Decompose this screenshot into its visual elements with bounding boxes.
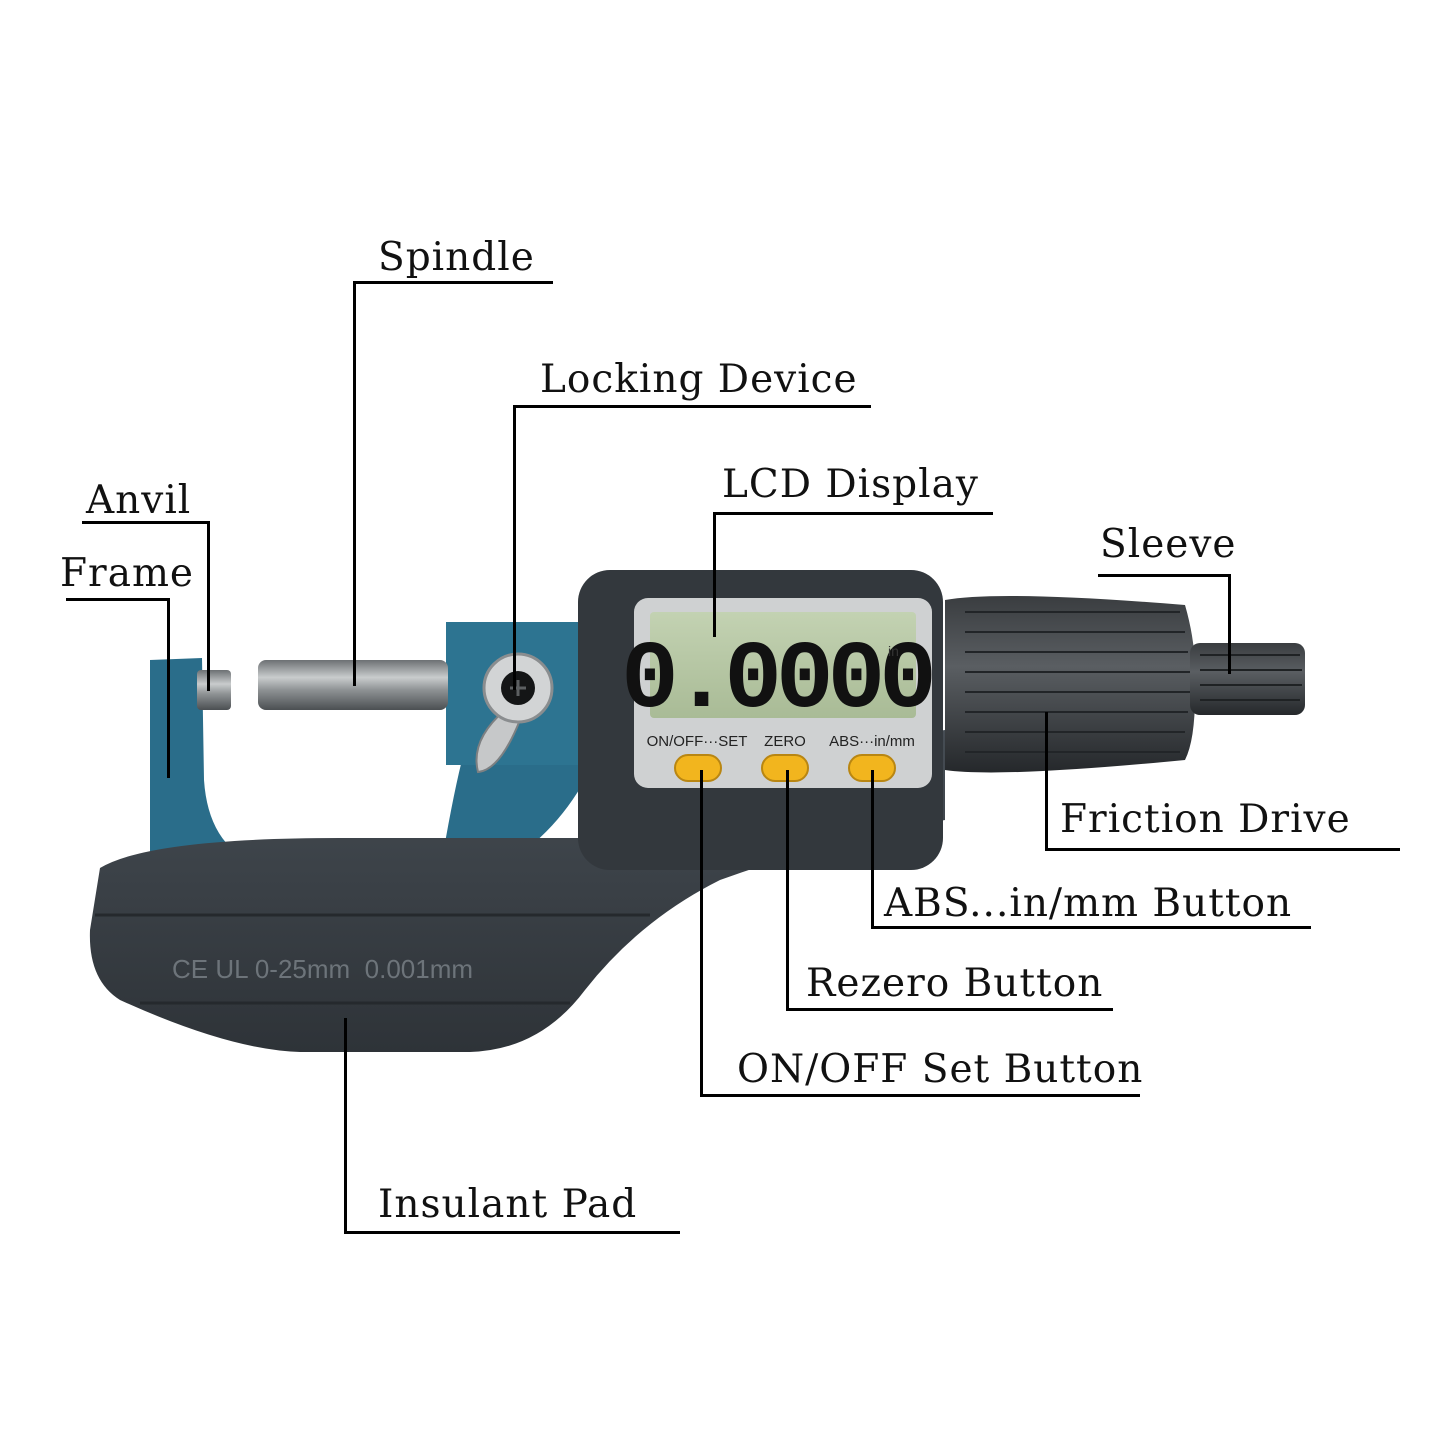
label-abs-button: ABS...in/mm Button xyxy=(884,881,1293,926)
leader-frame-v xyxy=(167,598,170,778)
label-sleeve: Sleeve xyxy=(1100,522,1237,567)
leader-sleeve-v xyxy=(1228,574,1231,674)
label-insulant-pad: Insulant Pad xyxy=(378,1182,638,1227)
lcd-reading: 0.0000 xyxy=(621,626,932,735)
label-locking-device: Locking Device xyxy=(540,357,858,402)
lcd-unit: in xyxy=(888,643,899,659)
label-frame: Frame xyxy=(60,551,195,596)
leader-anvil-h xyxy=(82,521,210,524)
onoff-caption: ON/OFF···SET xyxy=(647,733,748,750)
locking-device xyxy=(475,652,554,774)
leader-lcd-v xyxy=(713,512,716,637)
leader-onoff-h xyxy=(700,1094,1140,1097)
lcd-screen xyxy=(650,612,916,718)
label-onoff-button: ON/OFF Set Button xyxy=(737,1047,1144,1092)
leader-insulant-h xyxy=(344,1231,680,1234)
leader-abs-h xyxy=(871,926,1311,929)
leader-insulant-v xyxy=(344,1018,347,1234)
leader-onoff-v xyxy=(700,770,703,1097)
label-friction-drive: Friction Drive xyxy=(1060,797,1351,842)
onoff-set-button xyxy=(674,754,722,782)
label-rezero-button: Rezero Button xyxy=(806,961,1104,1006)
leader-rezero-v xyxy=(786,770,789,1011)
label-lcd-display: LCD Display xyxy=(722,462,979,507)
leader-anvil-v xyxy=(207,521,210,691)
label-spindle: Spindle xyxy=(378,235,535,280)
zero-caption: ZERO xyxy=(764,733,806,750)
leader-spindle-h xyxy=(353,281,553,284)
label-anvil: Anvil xyxy=(86,478,192,523)
abs-caption: ABS···in/mm xyxy=(829,733,915,750)
thimble-ridges xyxy=(965,611,1190,753)
leader-locking-h xyxy=(513,405,871,408)
leader-friction-v xyxy=(1045,712,1048,851)
ratchet-ridges xyxy=(1200,654,1302,701)
leader-locking-v xyxy=(513,405,516,690)
insulant-pad xyxy=(89,730,946,1052)
leader-friction-h xyxy=(1045,848,1400,851)
body-marking: CE UL 0-25mm 0.001mm xyxy=(172,954,473,984)
leader-frame-h xyxy=(66,598,170,601)
leader-abs-v xyxy=(871,770,874,929)
wing-lever-icon xyxy=(475,708,522,774)
thimble xyxy=(945,596,1196,773)
ratchet-sleeve xyxy=(1190,643,1305,715)
anvil xyxy=(197,670,231,710)
leader-lcd-h xyxy=(713,512,993,515)
zero-button xyxy=(761,754,809,782)
leader-spindle-v xyxy=(353,281,356,686)
leader-sleeve-h xyxy=(1098,574,1231,577)
leader-rezero-h xyxy=(786,1008,1113,1011)
